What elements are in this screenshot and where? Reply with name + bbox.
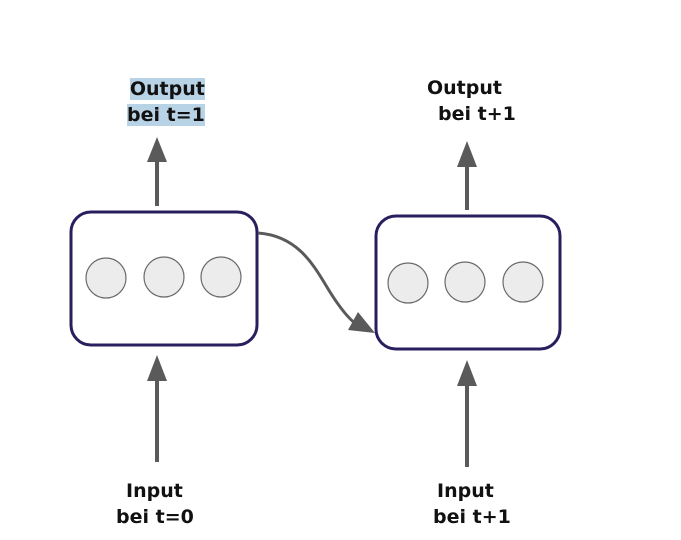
cell-1-input-label-line-2: bei t=0 (116, 506, 194, 528)
cell-1-output-label-line-2: bei t=1 (127, 104, 205, 126)
cell-2-output-label: Output bei t+1 (427, 75, 516, 127)
cell-2-output-label-line-2: bei t+1 (438, 103, 516, 125)
cell-1-node-1 (85, 257, 127, 299)
cell-1-input-label: Input bei t=0 (116, 478, 194, 530)
cell-2-node-2 (444, 261, 486, 303)
cell-1-output-label-line-1: Output (129, 78, 205, 100)
cell-1-output-arrowhead (147, 137, 167, 162)
cell-1-node-3 (200, 256, 242, 298)
cell-2-node-1 (387, 262, 429, 304)
cell-2-output-label-line-1: Output (427, 77, 502, 99)
cell-1-input-label-line-1: Input (126, 480, 183, 502)
cell-2-input-label-line-2: bei t+1 (433, 506, 511, 528)
recurrent-connection-arrowhead (348, 312, 375, 333)
cell-2-output-arrowhead (457, 141, 477, 167)
recurrent-connection-curve (257, 231, 357, 326)
cell-1-node-2 (143, 256, 185, 298)
cell-2-input-label-line-1: Input (437, 480, 494, 502)
cell-2-node-3 (502, 261, 544, 303)
cell-2-input-label: Input bei t+1 (433, 478, 511, 530)
cell-2-input-arrowhead (457, 360, 477, 386)
cell-1-input-arrowhead (147, 355, 167, 381)
cell-1-output-label: Output bei t=1 (116, 76, 205, 128)
